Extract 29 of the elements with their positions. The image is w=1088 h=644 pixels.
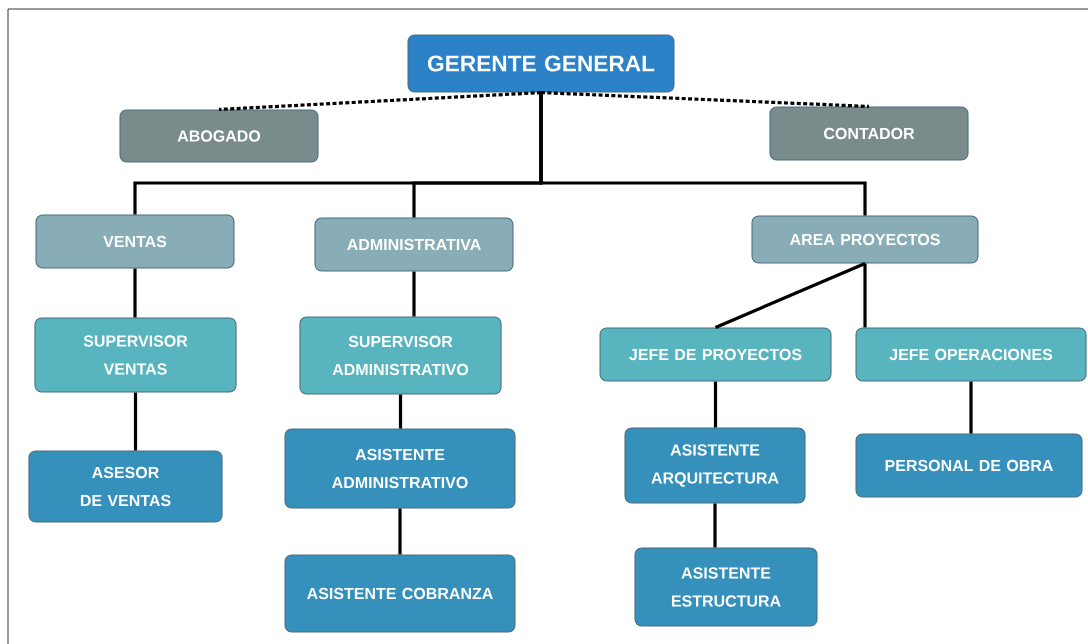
position-box: ASESOR DE VENTAS: [28, 450, 223, 523]
department-box: AREA PROYECTOS: [751, 215, 979, 264]
department-box: ADMINISTRATIVA: [314, 217, 514, 272]
position-box: ASISTENTE ESTRUCTURA: [634, 547, 818, 627]
connector-line: [398, 508, 402, 555]
role-box: ABOGADO: [119, 109, 319, 163]
department-box: VENTAS: [35, 214, 235, 269]
position-box: ASISTENTE ARQUITECTURA: [624, 427, 806, 504]
connector-line: [713, 381, 718, 428]
connector-line: [133, 392, 138, 451]
connector-line: [969, 381, 973, 434]
position-box: JEFE OPERACIONES: [855, 327, 1087, 382]
role-box: CONTADOR: [769, 106, 969, 161]
connector-line: [540, 90, 870, 109]
connector-line: [713, 503, 717, 548]
connector-line: [412, 271, 416, 317]
connector-line: [714, 262, 866, 329]
title-box: GERENTE GENERAL: [407, 34, 675, 93]
connector-line: [539, 92, 867, 216]
connector-line: [398, 394, 403, 429]
connector-line: [133, 268, 137, 318]
position-box: JEFE DE PROYECTOS: [599, 327, 832, 382]
position-box: PERSONAL DE OBRA: [855, 433, 1083, 498]
position-box: SUPERVISOR ADMINISTRATIVO: [299, 316, 502, 395]
connector-line: [863, 263, 867, 328]
position-box: ASISTENTE ADMINISTRATIVO: [284, 428, 516, 509]
position-box: ASISTENTE COBRANZA: [284, 554, 516, 633]
position-box: SUPERVISOR VENTAS: [34, 317, 237, 393]
connector-line: [218, 90, 542, 112]
